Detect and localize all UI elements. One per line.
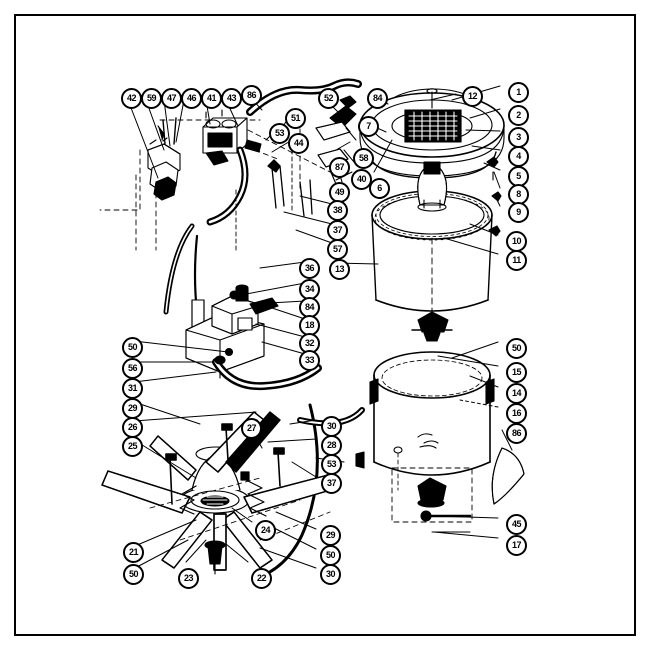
callout-38[interactable]: 38 xyxy=(327,200,348,221)
callout-17[interactable]: 17 xyxy=(506,535,527,556)
callout-37[interactable]: 37 xyxy=(327,220,348,241)
callout-3[interactable]: 3 xyxy=(508,127,529,148)
callout-51[interactable]: 51 xyxy=(285,108,306,129)
callout-25[interactable]: 25 xyxy=(122,436,143,457)
callout-1[interactable]: 1 xyxy=(508,82,529,103)
callout-7[interactable]: 7 xyxy=(358,116,379,137)
inner-wash-basket xyxy=(371,161,501,342)
callout-46[interactable]: 46 xyxy=(181,88,202,109)
callout-31[interactable]: 31 xyxy=(122,378,143,399)
callout-21[interactable]: 21 xyxy=(123,542,144,563)
callout-4[interactable]: 4 xyxy=(508,146,529,167)
callout-6[interactable]: 6 xyxy=(369,178,390,199)
callout-10[interactable]: 10 xyxy=(506,231,527,252)
callout-27[interactable]: 27 xyxy=(241,418,262,439)
callout-45[interactable]: 45 xyxy=(506,514,527,535)
callout-23[interactable]: 23 xyxy=(178,568,199,589)
callout-86[interactable]: 86 xyxy=(506,423,527,444)
callout-30[interactable]: 30 xyxy=(320,564,341,585)
callout-86[interactable]: 86 xyxy=(241,85,262,106)
callout-41[interactable]: 41 xyxy=(201,88,222,109)
callout-44[interactable]: 44 xyxy=(288,133,309,154)
callout-11[interactable]: 11 xyxy=(506,250,527,271)
callout-33[interactable]: 33 xyxy=(299,350,320,371)
callout-50[interactable]: 50 xyxy=(122,337,143,358)
callout-43[interactable]: 43 xyxy=(221,88,242,109)
callout-50[interactable]: 50 xyxy=(123,564,144,585)
callout-24[interactable]: 24 xyxy=(255,520,276,541)
callout-30[interactable]: 30 xyxy=(321,416,342,437)
callout-87[interactable]: 87 xyxy=(329,157,350,178)
callout-50[interactable]: 50 xyxy=(320,545,341,566)
callout-29[interactable]: 29 xyxy=(320,525,341,546)
callout-42[interactable]: 42 xyxy=(121,88,142,109)
drain-detail-inset xyxy=(391,467,473,533)
callout-36[interactable]: 36 xyxy=(299,258,320,279)
callout-57[interactable]: 57 xyxy=(327,239,348,260)
callout-29[interactable]: 29 xyxy=(122,398,143,419)
callout-47[interactable]: 47 xyxy=(161,88,182,109)
callout-56[interactable]: 56 xyxy=(122,358,143,379)
callout-22[interactable]: 22 xyxy=(251,568,272,589)
callout-12[interactable]: 12 xyxy=(462,86,483,107)
callout-84[interactable]: 84 xyxy=(367,88,388,109)
callout-8[interactable]: 8 xyxy=(508,184,529,205)
callout-58[interactable]: 58 xyxy=(353,148,374,169)
callout-13[interactable]: 13 xyxy=(329,259,350,280)
callout-59[interactable]: 59 xyxy=(141,88,162,109)
callout-14[interactable]: 14 xyxy=(506,383,527,404)
callout-28[interactable]: 28 xyxy=(321,435,342,456)
callout-2[interactable]: 2 xyxy=(508,105,529,126)
diagram-border xyxy=(14,14,636,636)
callout-15[interactable]: 15 xyxy=(506,362,527,383)
outer-tub xyxy=(355,351,525,505)
callout-53[interactable]: 53 xyxy=(269,123,290,144)
pump-motor-block xyxy=(163,223,322,391)
callout-52[interactable]: 52 xyxy=(318,88,339,109)
callout-26[interactable]: 26 xyxy=(122,417,143,438)
callout-37[interactable]: 37 xyxy=(321,473,342,494)
callout-9[interactable]: 9 xyxy=(508,202,529,223)
callout-40[interactable]: 40 xyxy=(351,169,372,190)
inlet-valve-cluster xyxy=(99,78,362,251)
callout-53[interactable]: 53 xyxy=(321,454,342,475)
callout-16[interactable]: 16 xyxy=(506,403,527,424)
callout-50[interactable]: 50 xyxy=(506,338,527,359)
